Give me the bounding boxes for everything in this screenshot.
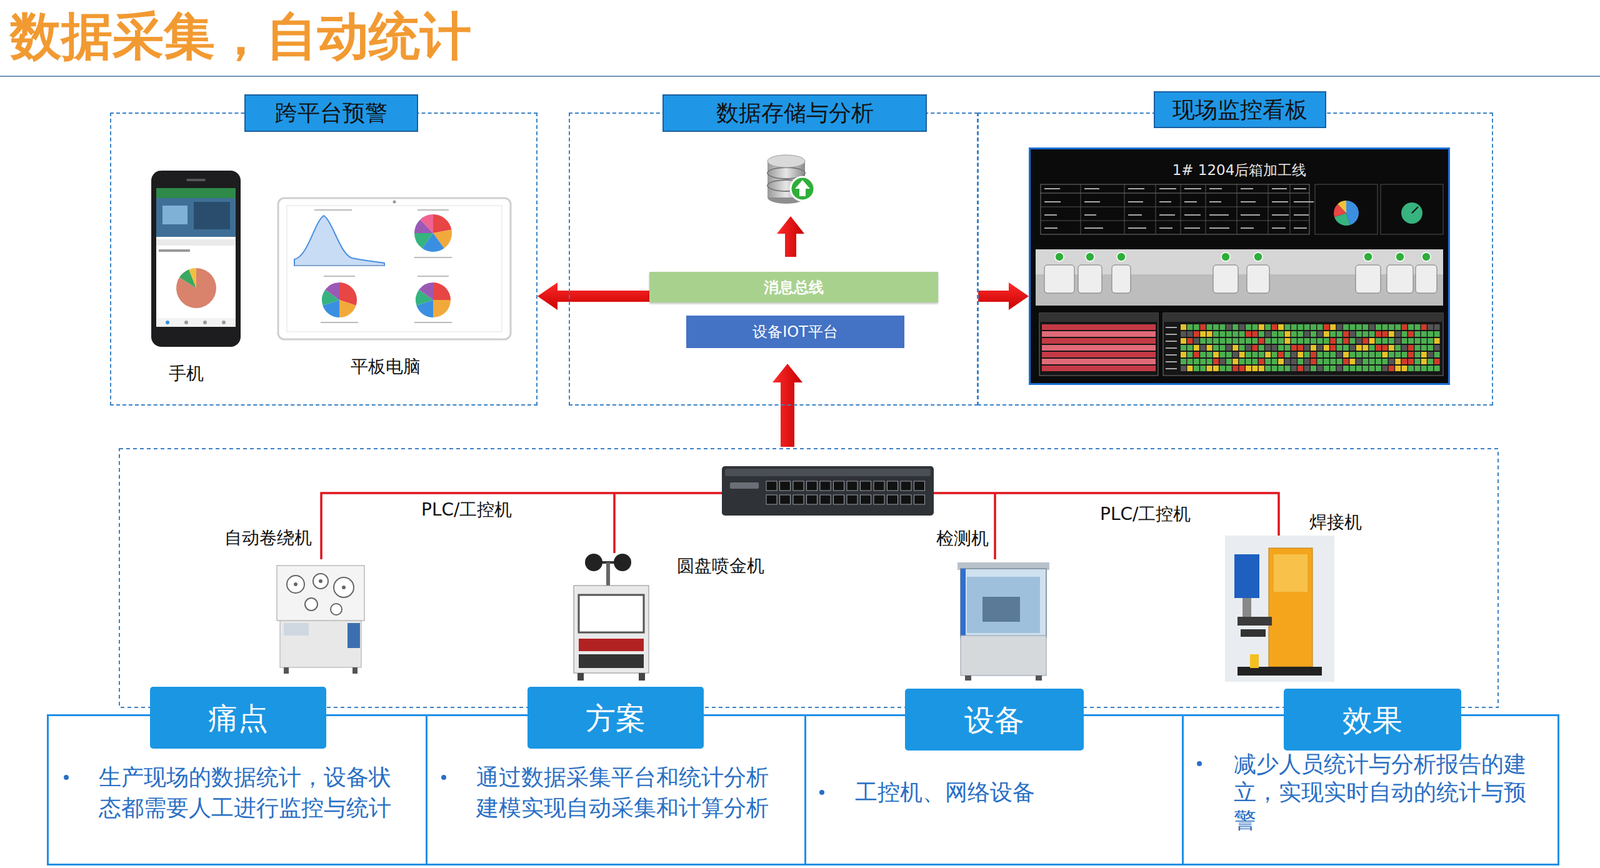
network-wire bbox=[321, 493, 1279, 560]
device-caption: 焊接机 bbox=[1309, 511, 1362, 534]
cell-heading: 痛点 bbox=[208, 700, 269, 736]
wire-label: PLC/工控机 bbox=[421, 498, 512, 522]
caption-wrap: 圆盘喷金机 bbox=[676, 555, 765, 578]
cell-tab: 设备 bbox=[905, 688, 1084, 751]
bar-label: 消息总线 bbox=[763, 278, 824, 297]
device-node: 平板电脑 bbox=[276, 196, 512, 341]
cell-node: 痛点生产现场的数据统计，设备状态都需要人工进行监控与统计 bbox=[46, 714, 428, 866]
device-caption: 手机 bbox=[148, 362, 224, 385]
bar-label: 设备IOT平台 bbox=[752, 322, 839, 342]
block-arrow bbox=[978, 282, 1029, 310]
device-caption: 自动卷绕机 bbox=[224, 526, 312, 550]
welder-picture bbox=[1225, 535, 1335, 682]
panel-node: 数据存储与分析消息总线设备IOT平台 bbox=[568, 112, 979, 406]
label-wrap: PLC/工控机 bbox=[1100, 503, 1191, 526]
tablet-picture bbox=[276, 196, 512, 341]
caption-wrap: 焊接机 bbox=[1309, 511, 1362, 534]
tester-picture bbox=[957, 559, 1050, 682]
panel-node: 跨平台预警手机平板电脑 bbox=[110, 112, 538, 406]
cell-body: 通过数据采集平台和统计分析建模实现自动采集和计算分析 bbox=[476, 761, 783, 824]
cell-body-wrap: 减少人员统计与分析报告的建立，实现实时自动的统计与预警 bbox=[1233, 750, 1540, 835]
cell-body-wrap: 工控机、网络设备 bbox=[855, 777, 1162, 808]
panel-heading-box: 数据存储与分析 bbox=[662, 94, 927, 132]
device-node: 圆盘喷金机 bbox=[568, 551, 654, 682]
cell-heading: 效果 bbox=[1342, 702, 1403, 738]
up-arrow bbox=[776, 216, 805, 257]
panel-heading: 数据存储与分析 bbox=[716, 99, 874, 127]
device-node: 检测机 bbox=[957, 559, 1050, 682]
panel-heading-box: 跨平台预警 bbox=[244, 94, 419, 132]
panel-node: 现场监控看板1# 1204后箱加工线 bbox=[977, 112, 1494, 406]
winder-picture bbox=[273, 559, 368, 674]
cell-heading: 设备 bbox=[964, 702, 1025, 738]
caption-wrap: 平板电脑 bbox=[335, 355, 436, 379]
sprayer-picture bbox=[568, 551, 654, 682]
screen-node: 1# 1204后箱加工线 bbox=[1028, 147, 1450, 385]
block-arrow bbox=[537, 282, 650, 310]
device-node: 自动卷绕机 bbox=[273, 559, 368, 674]
screen-title-wrap: 1# 1204后箱加工线 bbox=[1030, 160, 1449, 180]
cell-body: 生产现场的数据统计，设备状态都需要人工进行监控与统计 bbox=[98, 761, 405, 824]
bullet-dot bbox=[63, 775, 69, 780]
panel-heading-box: 现场监控看板 bbox=[1153, 91, 1327, 129]
device-caption: 检测机 bbox=[936, 527, 989, 550]
bullet-dot bbox=[1196, 761, 1202, 767]
network-switch bbox=[721, 466, 934, 516]
phone-picture bbox=[150, 169, 242, 349]
bar-node: 消息总线 bbox=[649, 271, 939, 303]
page-title: 数据采集，自动统计 bbox=[10, 3, 472, 69]
dashboard-picture bbox=[1030, 149, 1449, 384]
device-node: 手机 bbox=[150, 169, 242, 349]
cell-heading: 方案 bbox=[585, 700, 646, 736]
caption-wrap: 检测机 bbox=[936, 527, 989, 550]
device-node: 焊接机 bbox=[1225, 535, 1335, 682]
panel-heading: 现场监控看板 bbox=[1172, 96, 1308, 124]
label-wrap: PLC/工控机 bbox=[421, 498, 512, 522]
field-panel bbox=[119, 448, 1499, 708]
cell-body-wrap: 通过数据采集平台和统计分析建模实现自动采集和计算分析 bbox=[476, 761, 783, 824]
bar-node: 设备IOT平台 bbox=[686, 315, 905, 349]
panel-heading: 跨平台预警 bbox=[275, 99, 388, 127]
cell-body-wrap: 生产现场的数据统计，设备状态都需要人工进行监控与统计 bbox=[98, 761, 405, 824]
device-caption: 平板电脑 bbox=[335, 355, 436, 379]
cell-tab: 方案 bbox=[527, 686, 704, 749]
bullet-dot bbox=[441, 775, 447, 780]
screen-title: 1# 1204后箱加工线 bbox=[1030, 160, 1449, 180]
cell-tab: 效果 bbox=[1283, 688, 1462, 751]
caption-wrap: 手机 bbox=[148, 362, 224, 385]
cell-node: 设备工控机、网络设备 bbox=[804, 714, 1184, 866]
cell-node: 效果减少人员统计与分析报告的建立，实现实时自动的统计与预警 bbox=[1181, 714, 1560, 866]
cell-body: 减少人员统计与分析报告的建立，实现实时自动的统计与预警 bbox=[1233, 750, 1540, 835]
cell-tab: 痛点 bbox=[150, 686, 327, 749]
cell-body: 工控机、网络设备 bbox=[855, 777, 1162, 808]
wire-label: PLC/工控机 bbox=[1100, 503, 1191, 526]
title-rule bbox=[0, 75, 1600, 77]
database-icon bbox=[767, 155, 815, 204]
caption-wrap: 自动卷绕机 bbox=[224, 526, 312, 550]
device-caption: 圆盘喷金机 bbox=[676, 555, 765, 578]
bullet-dot bbox=[819, 790, 825, 795]
cell-node: 方案通过数据采集平台和统计分析建模实现自动采集和计算分析 bbox=[425, 714, 807, 866]
title-wrap: 数据采集，自动统计 bbox=[10, 3, 472, 69]
